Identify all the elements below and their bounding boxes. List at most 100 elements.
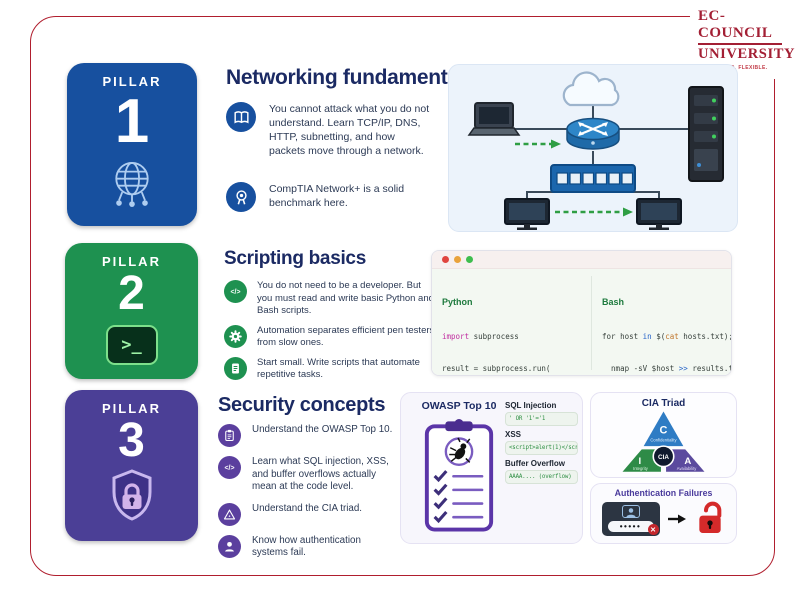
packet-flow-arrow <box>515 142 623 214</box>
person-icon <box>218 534 241 558</box>
bullet-text: Know how authentication systems fail. <box>252 534 361 559</box>
section-1-title: Networking fundamentals <box>226 66 476 89</box>
svg-text:</>: </> <box>225 465 235 472</box>
pillar-1-badge: PILLAR 1 <box>67 63 197 226</box>
clipboard-icon <box>218 424 241 447</box>
logo-name-1: EC-COUNCIL <box>698 8 782 45</box>
owasp-panel: OWASP Top 10 <box>400 392 583 544</box>
traffic-light-green-icon <box>466 256 473 263</box>
pillar-2-badge: PILLAR 2 >_ <box>65 243 198 379</box>
pillar-1-number: 1 <box>114 87 150 156</box>
cia-triad-panel: CIA Triad C Confidentiality I Integrity … <box>590 392 737 478</box>
bullet-automation: Automation separates efficient pen teste… <box>224 324 436 350</box>
python-code-column: Python import subprocess result = subpro… <box>442 276 591 373</box>
code-editor-titlebar <box>432 251 731 269</box>
section-3-title: Security concepts <box>218 394 386 416</box>
monitor-icon <box>636 198 682 230</box>
svg-text:Integrity: Integrity <box>633 466 649 471</box>
section-2-bullets: </> You do not need to be a developer. B… <box>224 280 436 382</box>
pillar-3-badge: PILLAR 3 <box>65 390 198 541</box>
monitor-icon <box>504 198 550 230</box>
switch-icon <box>550 164 636 193</box>
sql-injection-code: ' OR '1'='1 <box>505 412 578 426</box>
buffer-overflow-code: AAAA.... (overflow) <box>505 470 578 484</box>
svg-text:C: C <box>660 424 668 436</box>
bullet-start-small: Start small. Write scripts that automate… <box>224 356 436 382</box>
laptop-icon <box>467 102 521 136</box>
bullet-comptia: CompTIA Network+ is a solid benchmark he… <box>226 182 438 212</box>
code-editor-panel: Python import subprocess result = subpro… <box>431 250 732 376</box>
bullet-vulns-code-level: </> Learn what SQL injection, XSS, and b… <box>218 456 398 494</box>
pillar-3-number: 3 <box>118 414 145 467</box>
section-2-title: Scripting basics <box>224 248 366 269</box>
auth-failures-panel: Authentication Failures ••••• ✕ <box>590 483 737 544</box>
bullet-scripting-read-write: </> You do not need to be a developer. B… <box>224 280 436 318</box>
code-icon: </> <box>224 280 247 303</box>
pillar-3-badge-label: PILLAR <box>102 401 161 416</box>
bullet-cia-triad: Understand the CIA triad. <box>218 502 398 526</box>
red-border-frame <box>30 16 775 576</box>
warning-triangle-icon <box>218 502 241 526</box>
bullet-text: Automation separates efficient pen teste… <box>257 324 435 349</box>
password-dots: ••••• <box>619 521 642 531</box>
login-card: ••••• ✕ <box>601 502 660 536</box>
medal-icon <box>226 182 256 212</box>
book-icon <box>226 102 256 132</box>
code-icon: </> <box>218 456 241 479</box>
arrow-right-icon <box>667 514 686 524</box>
error-x-icon: ✕ <box>647 524 659 535</box>
bullet-networking-learn: You cannot attack what you do not unders… <box>226 102 438 158</box>
bullet-text: You cannot attack what you do not unders… <box>269 103 430 157</box>
auth-failures-graphic: ••••• ✕ <box>591 501 736 537</box>
pillar-2-badge-label: PILLAR <box>102 254 161 269</box>
python-label: Python <box>442 297 473 308</box>
user-avatar-icon <box>621 505 640 518</box>
router-icon <box>566 117 620 150</box>
bullet-text: Understand the CIA triad. <box>252 502 363 514</box>
bullet-text: You do not need to be a developer. But y… <box>257 280 434 316</box>
network-diagram-panel <box>448 64 738 232</box>
network-diagram <box>467 71 724 230</box>
bug-icon <box>449 437 471 463</box>
svg-text:I: I <box>638 456 641 467</box>
cia-triad-diagram: C Confidentiality I Integrity A Availabi… <box>622 411 705 472</box>
svg-text:A: A <box>684 456 691 467</box>
bullet-owasp: Understand the OWASP Top 10. <box>218 424 398 447</box>
document-icon <box>224 356 247 380</box>
auth-failures-title: Authentication Failures <box>614 488 713 498</box>
owasp-title: OWASP Top 10 <box>421 400 497 412</box>
shield-lock-icon <box>112 469 151 521</box>
cloud-icon <box>562 71 620 107</box>
section-3-bullets: Understand the OWASP Top 10. </> Learn w… <box>218 424 398 560</box>
bullet-text: Understand the OWASP Top 10. <box>252 424 393 435</box>
svg-text:CIA: CIA <box>658 454 669 461</box>
section-1-bullets: You cannot attack what you do not unders… <box>226 102 438 212</box>
pillar-2-number: 2 <box>118 267 145 320</box>
pillar-1-badge-label: PILLAR <box>102 74 162 89</box>
bullet-auth-fail: Know how authentication systems fail. <box>218 534 398 560</box>
traffic-light-yellow-icon <box>454 256 461 263</box>
bash-label: Bash <box>602 297 625 308</box>
bash-code-column: Bash for host in $(cat hosts.txt); do nm… <box>591 276 731 373</box>
server-icon <box>688 86 724 182</box>
bullet-text: Learn what SQL injection, XSS, and buffe… <box>252 456 389 492</box>
owasp-clipboard-icon <box>421 415 497 540</box>
code-editor-body: Python import subprocess result = subpro… <box>432 269 731 375</box>
sql-injection-label: SQL Injection <box>505 401 557 410</box>
globe-network-icon <box>115 162 149 207</box>
logo-name-2: UNIVERSITY <box>698 46 796 62</box>
vuln-snippets: SQL Injection ' OR '1'='1 XSS <script>al… <box>505 401 578 484</box>
svg-text:Availability: Availability <box>677 466 697 471</box>
xss-code: <script>alert(1)</script> <box>505 441 578 455</box>
terminal-icon: >_ <box>105 325 158 365</box>
cia-triad-title: CIA Triad <box>641 398 686 409</box>
svg-text:</>: </> <box>231 289 241 296</box>
bullet-text: CompTIA Network+ is a solid benchmark he… <box>269 183 405 209</box>
svg-text:Confidentiality: Confidentiality <box>650 438 677 443</box>
xss-label: XSS <box>505 430 522 439</box>
gear-icon <box>224 324 247 348</box>
traffic-light-red-icon <box>442 256 449 263</box>
bullet-text: Start small. Write scripts that automate… <box>257 356 420 381</box>
password-field: ••••• <box>607 521 654 532</box>
